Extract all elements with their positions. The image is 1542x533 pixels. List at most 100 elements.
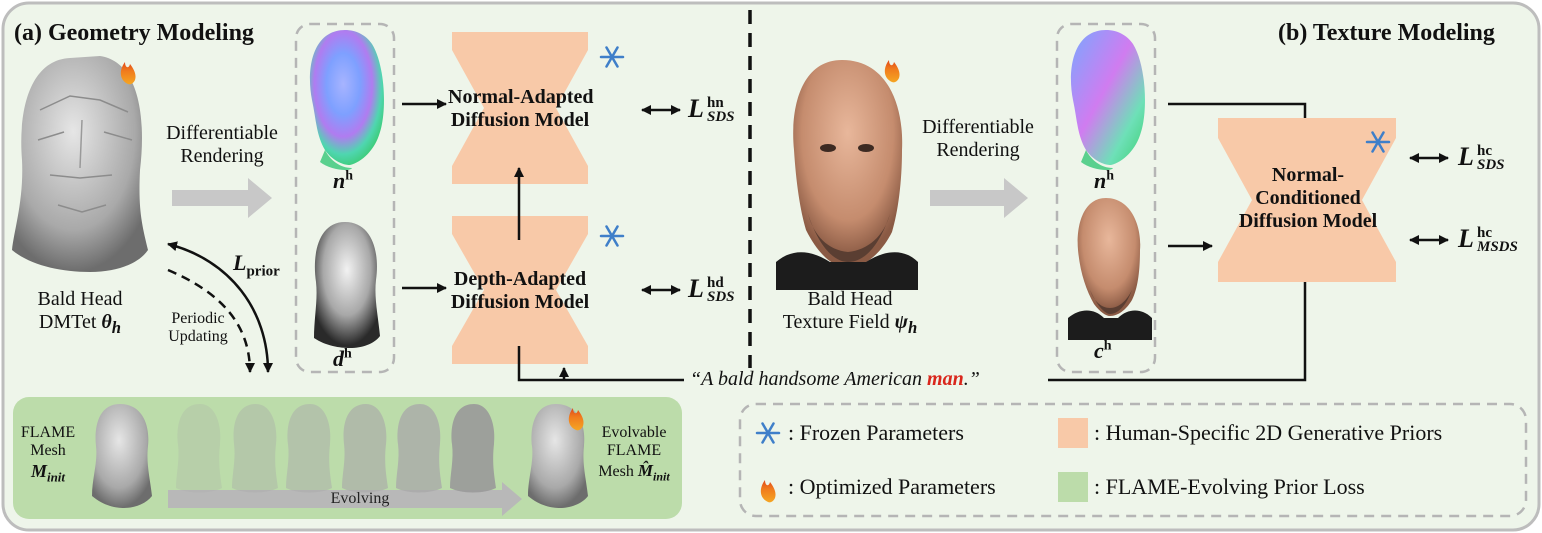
- loss-hc-sub: SDS: [1477, 157, 1505, 174]
- normal-model-line2: Diffusion Model: [450, 109, 590, 131]
- geometry-render-label-line1: Differentiable: [166, 122, 278, 144]
- prompt-before: “A bald handsome American: [690, 368, 928, 390]
- flame-mesh-evolvable: [528, 404, 588, 508]
- texture-normal-map: [1070, 30, 1145, 170]
- loss-mhc-sup: hc: [1477, 225, 1492, 241]
- flame-mesh-evolving-sequence: [176, 404, 496, 493]
- depth-adapted-diffusion-label: Depth-Adapted Diffusion Model: [448, 268, 592, 314]
- periodic-update-arrow: [167, 268, 255, 373]
- texture-color-label: ch: [1094, 338, 1112, 363]
- geometry-section-title: (a) Geometry Modeling: [14, 20, 254, 46]
- legend-flame-loss: : FLAME-Evolving Prior Loss: [1094, 474, 1365, 499]
- periodic-line1: Periodic: [171, 310, 225, 327]
- loss-mhc-sub: MSDS: [1477, 239, 1518, 256]
- normal-conditioned-diffusion-shape: [1218, 118, 1396, 282]
- loss-hc-sup: hc: [1477, 143, 1492, 159]
- loss-hc-base: L: [1458, 142, 1474, 171]
- geometry-normal-sup: h: [345, 168, 354, 184]
- bald-head-mesh: [12, 56, 148, 272]
- normal-conditioned-diffusion-label: Normal- Conditioned Diffusion Model: [1230, 164, 1386, 233]
- evolving-label: Evolving: [330, 490, 390, 507]
- texture-section-title: (b) Texture Modeling: [1278, 20, 1495, 46]
- flame-initial-line1: FLAME: [20, 424, 76, 441]
- texture-render-label: Differentiable Rendering: [908, 116, 1048, 162]
- legend-generative: : Human-Specific 2D Generative Priors: [1094, 420, 1443, 445]
- geometry-depth-sup: h: [344, 346, 352, 362]
- prior-loss-label: Lprior: [233, 250, 280, 281]
- texture-model-line1: Normal-: [1271, 164, 1345, 186]
- legend-box: [738, 402, 1528, 518]
- fire-icon: [120, 60, 900, 503]
- dmtet-symbol-sub: h: [111, 318, 122, 337]
- prior-loss-arrow: [167, 241, 273, 373]
- flame-evolvable-symbol: M̂: [637, 460, 653, 480]
- loss-hn-sup: hn: [707, 95, 724, 111]
- legend-flame-swatch: [1058, 472, 1088, 502]
- prompt-line-texture: [1048, 265, 1310, 382]
- dmtet-label-line2: DMTet θh: [20, 311, 140, 337]
- periodic-line2: Updating: [168, 328, 228, 346]
- dmtet-label: Bald Head DMTet θh: [20, 288, 140, 337]
- loss-hn-sub: SDS: [707, 109, 735, 126]
- texture-model-line2: Conditioned: [1255, 187, 1361, 209]
- normal-model-line1: Normal-Adapted: [448, 86, 594, 108]
- dmtet-word: DMTet: [38, 311, 97, 333]
- loss-hn-base: L: [688, 94, 704, 123]
- snowflake-icon: [599, 46, 1391, 444]
- prior-loss-sub: prior: [246, 263, 280, 280]
- flame-evolvable-line2: FLAME: [606, 442, 662, 460]
- legend-optimized: : Optimized Parameters: [788, 474, 996, 499]
- geometry-depth-label: dh: [333, 346, 352, 371]
- texture-color-sup: h: [1103, 338, 1112, 354]
- texture-normal-label: nh: [1094, 168, 1114, 193]
- text-prompt: “A bald handsome American man.”: [686, 368, 984, 391]
- loss-mhc-base: L: [1458, 224, 1474, 253]
- texture-model-line3: Diffusion Model: [1238, 210, 1378, 232]
- texture-normal-sup: h: [1106, 168, 1115, 184]
- geometry-normal-map: [309, 30, 384, 170]
- legend-generative-swatch: [1058, 418, 1088, 448]
- legend-frozen: : Frozen Parameters: [788, 420, 964, 445]
- prompt-highlight: man: [927, 368, 964, 390]
- depth-adapted-diffusion-shape: [452, 216, 588, 364]
- loss-hd-sub: SDS: [707, 289, 735, 306]
- geometry-depth-symbol: d: [333, 346, 344, 371]
- flame-evolvable-label: Evolvable FLAME Mesh M̂init: [590, 424, 678, 484]
- flame-initial-symbol-sub: init: [46, 469, 66, 485]
- loss-hd-base: L: [688, 274, 704, 303]
- geometry-render-arrow: [172, 178, 272, 218]
- periodic-updating-label: Periodic Updating: [158, 310, 238, 347]
- flame-evolvable-symbol-sub: init: [653, 469, 670, 484]
- geometry-normal-label: nh: [333, 168, 353, 193]
- prompt-after: .”: [963, 368, 980, 390]
- texture-color-render: [1068, 198, 1152, 340]
- texture-field-label: Bald Head Texture Field ψh: [760, 288, 940, 337]
- texture-render-group: [1055, 22, 1157, 374]
- texture-normal-symbol: n: [1094, 168, 1107, 193]
- texture-field-symbol-sub: h: [908, 318, 918, 337]
- prior-loss-symbol: L: [233, 250, 247, 275]
- flame-mesh-initial: [92, 404, 152, 508]
- flame-evolvable-line3: Mesh: [598, 462, 634, 480]
- normal-adapted-diffusion-shape: [452, 32, 588, 184]
- geometry-depth-map: [314, 222, 380, 348]
- flame-initial-line2: Mesh: [30, 442, 66, 460]
- geometry-render-label: Differentiable Rendering: [152, 122, 292, 168]
- geometry-render-group: [294, 22, 396, 374]
- loss-hd-sup: hd: [707, 275, 724, 291]
- texture-field-word: Texture Field: [782, 311, 890, 333]
- texture-render-line1: Differentiable: [922, 116, 1034, 138]
- normal-adapted-diffusion-label: Normal-Adapted Diffusion Model: [448, 86, 594, 132]
- texture-field-line1: Bald Head: [807, 288, 893, 310]
- flame-initial-symbol: M: [30, 460, 47, 481]
- bald-head-texture: [776, 60, 918, 290]
- flame-initial-label: FLAME Mesh Minit: [18, 424, 78, 485]
- depth-model-line1: Depth-Adapted: [453, 268, 587, 290]
- depth-model-line2: Diffusion Model: [450, 291, 590, 313]
